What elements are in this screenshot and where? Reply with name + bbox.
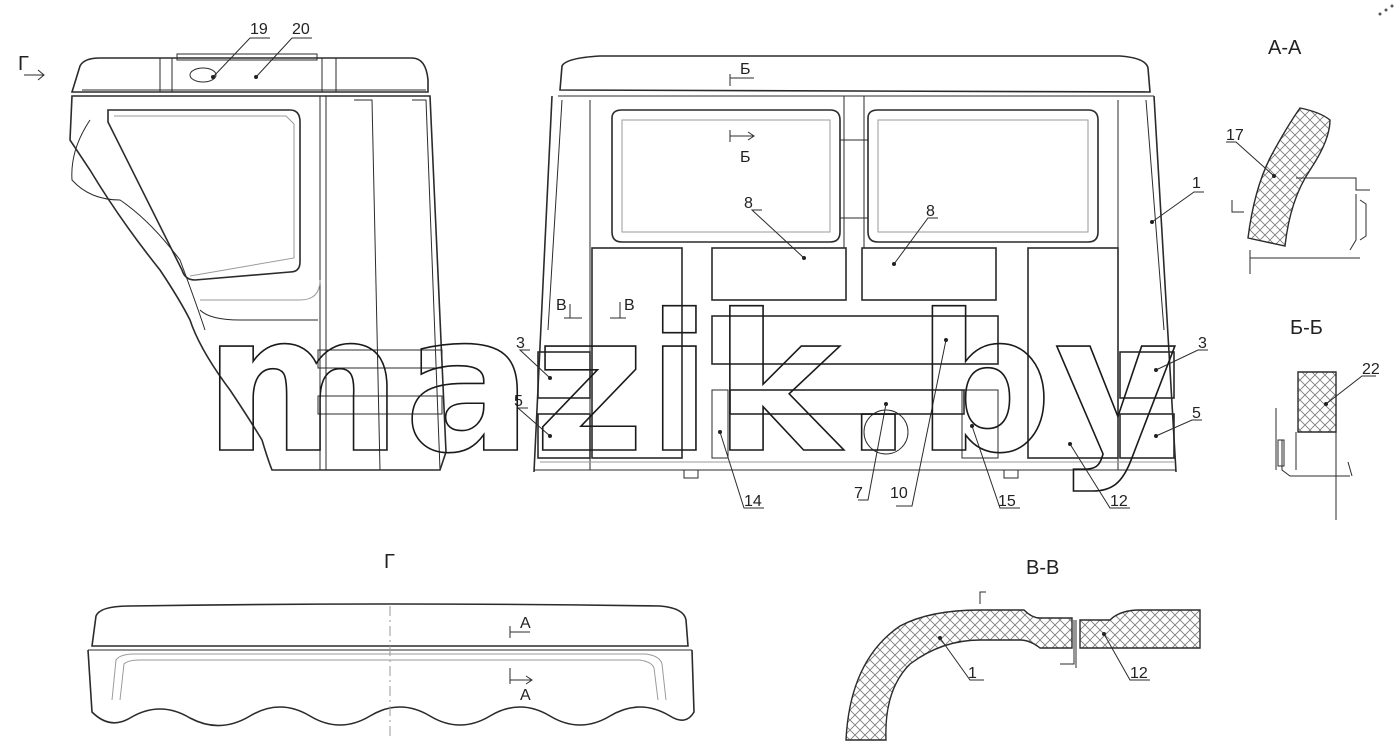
callout-1-main: 1 [1150, 175, 1204, 224]
callout-20: 20 [254, 21, 312, 79]
section-aa-title: А-А [1268, 37, 1302, 59]
cut-mark-a-bottom-label: А [520, 687, 531, 704]
section-aa: А-А [1231, 37, 1370, 274]
cut-mark-v-left-label: В [556, 297, 567, 314]
callout-5-left-label: 5 [514, 393, 523, 410]
callout-1-vv: 1 [938, 636, 984, 682]
callout-7-label: 7 [854, 485, 863, 502]
cut-mark-v-right-label: В [624, 297, 635, 314]
callout-1-vv-label: 1 [968, 665, 977, 682]
cut-mark-b-mid: Б [729, 130, 755, 166]
callout-5-right-label: 5 [1192, 405, 1201, 422]
callout-12-main: 12 [1068, 442, 1130, 510]
cut-mark-b-top: Б [729, 61, 754, 86]
view-g-arrow-marker: Г [18, 53, 45, 81]
cut-mark-a-top: А [509, 615, 531, 638]
callout-15-label: 15 [998, 493, 1016, 510]
callout-17: 17 [1226, 127, 1276, 178]
callout-19-label: 19 [250, 21, 268, 38]
callout-12-vv: 12 [1102, 632, 1150, 682]
callout-14-label: 14 [744, 493, 762, 510]
watermark: mazik.by [204, 274, 1180, 495]
section-bb-title: Б-Б [1290, 317, 1323, 339]
callout-1-main-label: 1 [1192, 175, 1201, 192]
cut-mark-v-right: В [610, 297, 635, 319]
cut-mark-b-mid-label: Б [740, 149, 751, 166]
callout-3-left: 3 [516, 335, 552, 380]
section-vv-title: В-В [1026, 557, 1059, 579]
callout-10-label: 10 [890, 485, 908, 502]
section-bb: Б-Б [1275, 317, 1353, 520]
callout-22: 22 [1324, 361, 1380, 406]
cut-mark-b-top-label: Б [740, 61, 751, 78]
section-vv: В-В [845, 557, 1201, 741]
callout-19: 19 [211, 21, 270, 79]
view-g-title: Г [384, 551, 395, 573]
callout-3-right-label: 3 [1198, 335, 1207, 352]
callout-7: 7 [854, 402, 888, 502]
callout-12-vv-label: 12 [1130, 665, 1148, 682]
callout-8-right: 8 [892, 203, 938, 266]
cut-mark-v-left: В [556, 297, 582, 319]
view-g-arrow-label: Г [18, 53, 29, 75]
callout-10: 10 [890, 338, 948, 507]
rear-view-cabin [533, 55, 1177, 479]
view-g: Г [87, 551, 695, 740]
callout-8-right-label: 8 [926, 203, 935, 220]
callout-14: 14 [718, 430, 764, 510]
callout-3-left-label: 3 [516, 335, 525, 352]
callout-5-left: 5 [514, 393, 552, 438]
corner-mark-icon [1378, 4, 1394, 16]
cut-mark-a-top-label: А [520, 615, 531, 632]
callout-8-left: 8 [744, 195, 806, 260]
callout-12-main-label: 12 [1110, 493, 1128, 510]
cut-mark-a-bottom: А [509, 668, 533, 704]
callout-22-label: 22 [1362, 361, 1380, 378]
callout-5-right: 5 [1154, 405, 1202, 438]
side-view-cabin [69, 53, 447, 471]
callout-8-left-label: 8 [744, 195, 753, 212]
callout-15: 15 [970, 424, 1020, 510]
callout-20-label: 20 [292, 21, 310, 38]
callout-17-label: 17 [1226, 127, 1244, 144]
callout-3-right: 3 [1154, 335, 1208, 372]
